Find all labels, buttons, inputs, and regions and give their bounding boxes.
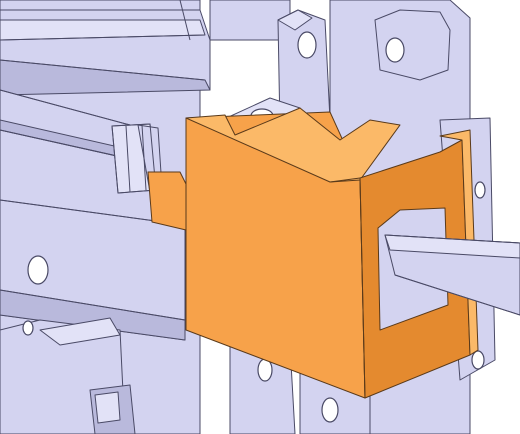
right-top-tab (374, 9, 451, 81)
top-tab (221, 9, 331, 141)
blade-tool (384, 234, 520, 316)
lower-left-block (0, 317, 136, 434)
shaft-nut (111, 123, 163, 194)
lower-rail (0, 199, 209, 341)
upper-rail (0, 0, 211, 96)
